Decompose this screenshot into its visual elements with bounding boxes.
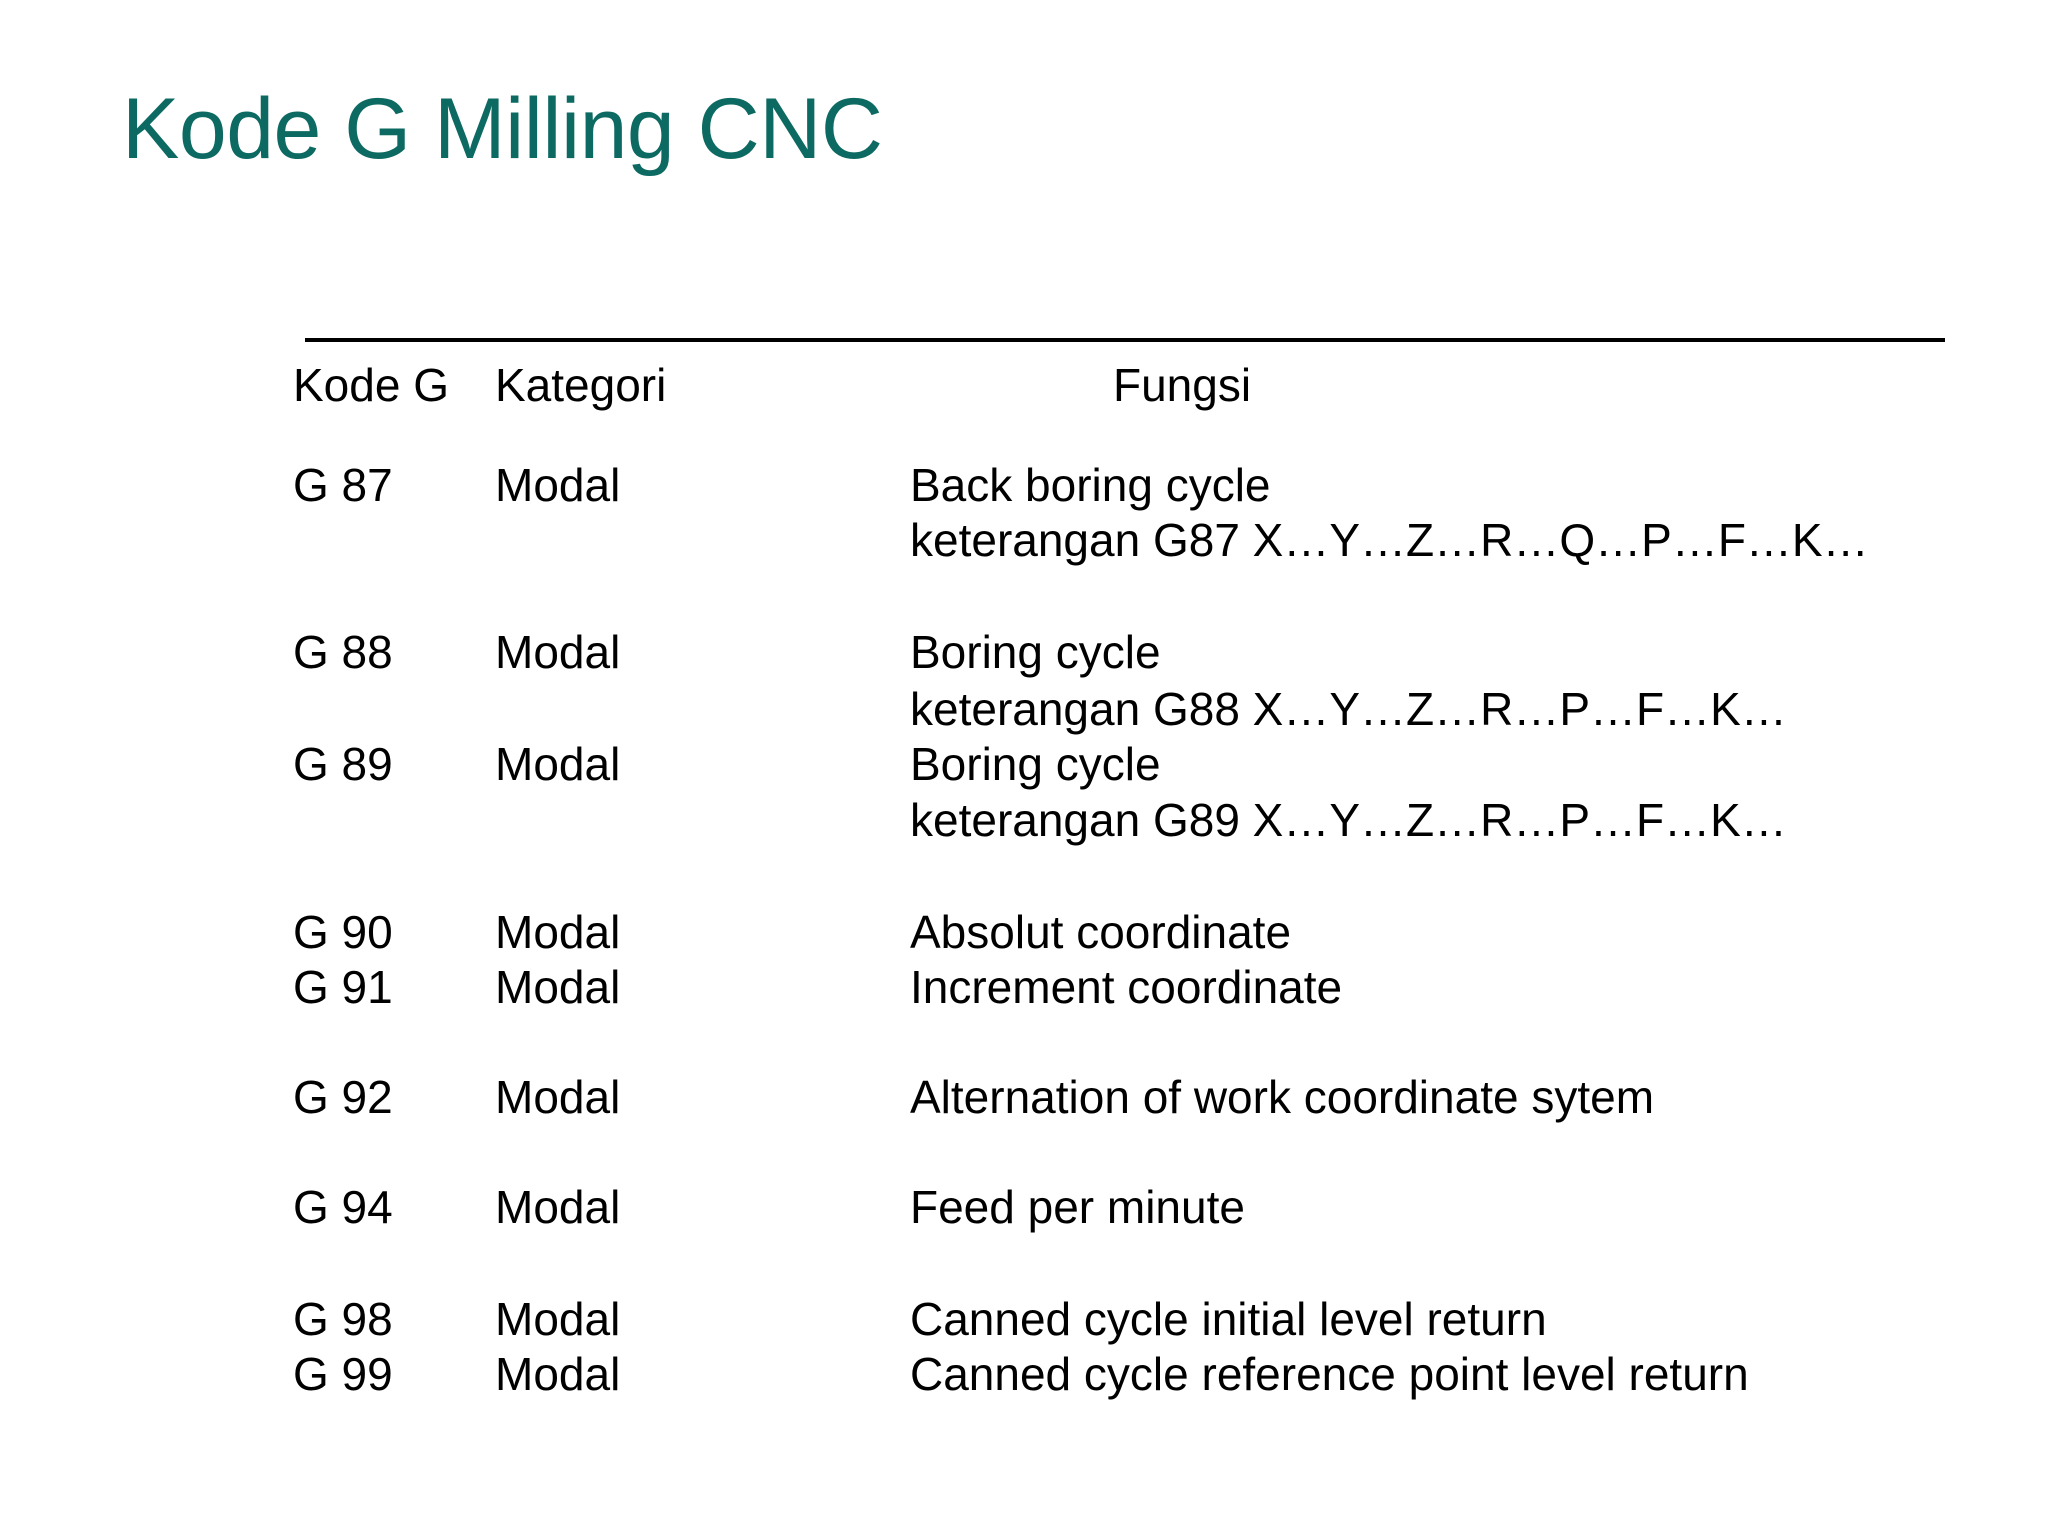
cell-category: Modal <box>495 738 621 790</box>
cell-code: G 88 <box>293 626 393 678</box>
table-row: G 92 Modal Alternation of work coordinat… <box>0 1070 2048 1128</box>
cell-code: G 91 <box>293 961 393 1013</box>
cell-function: Feed per minute <box>910 1181 1245 1233</box>
cell-code: G 90 <box>293 906 393 958</box>
table-row: G 87 Modal Back boring cycle <box>0 458 2048 516</box>
cell-function: Increment coordinate <box>910 961 1343 1013</box>
table-row: G 98 Modal Canned cycle initial level re… <box>0 1292 2048 1350</box>
column-header-function: Fungsi <box>1113 359 1252 411</box>
cell-function: Absolut coordinate <box>910 906 1292 958</box>
cell-function: Back boring cycle <box>910 459 1271 511</box>
table-row: G 91 Modal Increment coordinate <box>0 960 2048 1018</box>
column-header-category: Kategori <box>495 359 667 411</box>
cell-category: Modal <box>495 906 621 958</box>
cell-function: Boring cycle <box>910 738 1161 790</box>
table-top-rule <box>305 338 1945 342</box>
table-header-row: Kode G Kategori Fungsi <box>0 358 2048 418</box>
cell-category: Modal <box>495 1071 621 1123</box>
cell-category: Modal <box>495 1348 621 1400</box>
column-header-code: Kode G <box>293 359 449 411</box>
cell-function-detail: keterangan G88 X…Y…Z…R…P…F…K… <box>910 683 1787 735</box>
table-row: G 89 Modal Boring cycle <box>0 737 2048 795</box>
cell-function-detail: keterangan G87 X…Y…Z…R…Q…P…F…K… <box>910 514 1869 566</box>
cell-category: Modal <box>495 626 621 678</box>
cell-function-detail: keterangan G89 X…Y…Z…R…P…F…K… <box>910 794 1787 846</box>
table-row: G 99 Modal Canned cycle reference point … <box>0 1347 2048 1405</box>
cell-category: Modal <box>495 1293 621 1345</box>
cell-function: Canned cycle reference point level retur… <box>910 1348 1749 1400</box>
cell-category: Modal <box>495 1181 621 1233</box>
cell-code: G 94 <box>293 1181 393 1233</box>
cell-category: Modal <box>495 459 621 511</box>
cell-function: Canned cycle initial level return <box>910 1293 1547 1345</box>
cell-category: Modal <box>495 961 621 1013</box>
page-title: Kode G Milling CNC <box>122 81 883 177</box>
cell-code: G 92 <box>293 1071 393 1123</box>
cell-code: G 89 <box>293 738 393 790</box>
cell-code: G 87 <box>293 459 393 511</box>
cell-function: Alternation of work coordinate sytem <box>910 1071 1655 1123</box>
cell-code: G 98 <box>293 1293 393 1345</box>
table-row: G 94 Modal Feed per minute <box>0 1180 2048 1238</box>
cell-function: Boring cycle <box>910 626 1161 678</box>
table-row: G 88 Modal Boring cycle <box>0 625 2048 683</box>
table-row: G 90 Modal Absolut coordinate <box>0 905 2048 963</box>
cell-code: G 99 <box>293 1348 393 1400</box>
